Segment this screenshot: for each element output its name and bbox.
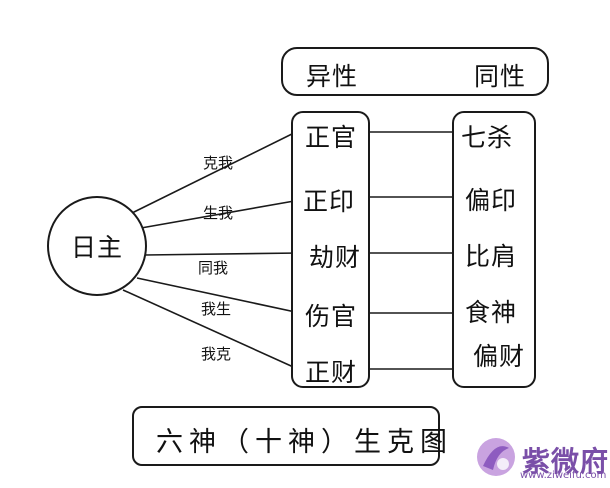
left-column-box xyxy=(291,111,370,388)
left-item-2: 正印 xyxy=(303,187,356,216)
watermark-url: www.ziweifu.com xyxy=(520,470,607,481)
left-item-5: 正财 xyxy=(305,358,358,387)
relation-label-1: 克我 xyxy=(203,154,234,172)
connector-ke-wo xyxy=(131,129,301,214)
left-item-3: 劫财 xyxy=(309,243,362,272)
right-item-1: 七杀 xyxy=(461,123,514,152)
right-column-box xyxy=(452,111,536,388)
caption-box xyxy=(132,406,440,466)
day-master-label: 日主 xyxy=(70,233,123,262)
opposite-gender-label: 异性 xyxy=(306,62,359,91)
connector-wo-sheng xyxy=(136,277,301,314)
left-item-4: 伤官 xyxy=(305,302,358,331)
relation-label-4: 我生 xyxy=(201,300,232,318)
right-item-2: 偏印 xyxy=(465,186,518,215)
diagram-caption: 六神（十神）生克图 xyxy=(156,427,453,458)
relation-label-5: 我克 xyxy=(201,345,232,363)
ziweifu-logo-icon xyxy=(477,438,515,476)
connector-tong-wo xyxy=(144,252,301,256)
right-item-3: 比肩 xyxy=(465,242,518,271)
left-item-1: 正官 xyxy=(305,123,358,152)
relation-label-3: 同我 xyxy=(198,259,229,277)
right-item-4: 食神 xyxy=(465,298,518,327)
day-master-circle: 日主 xyxy=(47,196,147,296)
connector-wo-ke xyxy=(122,289,301,371)
connector-sheng-wo xyxy=(140,199,301,229)
same-gender-label: 同性 xyxy=(474,62,527,91)
watermark-name: 紫微府 xyxy=(522,445,610,478)
right-item-5: 偏财 xyxy=(473,342,526,371)
relation-label-2: 生我 xyxy=(203,204,234,222)
gender-header-box xyxy=(281,47,549,96)
